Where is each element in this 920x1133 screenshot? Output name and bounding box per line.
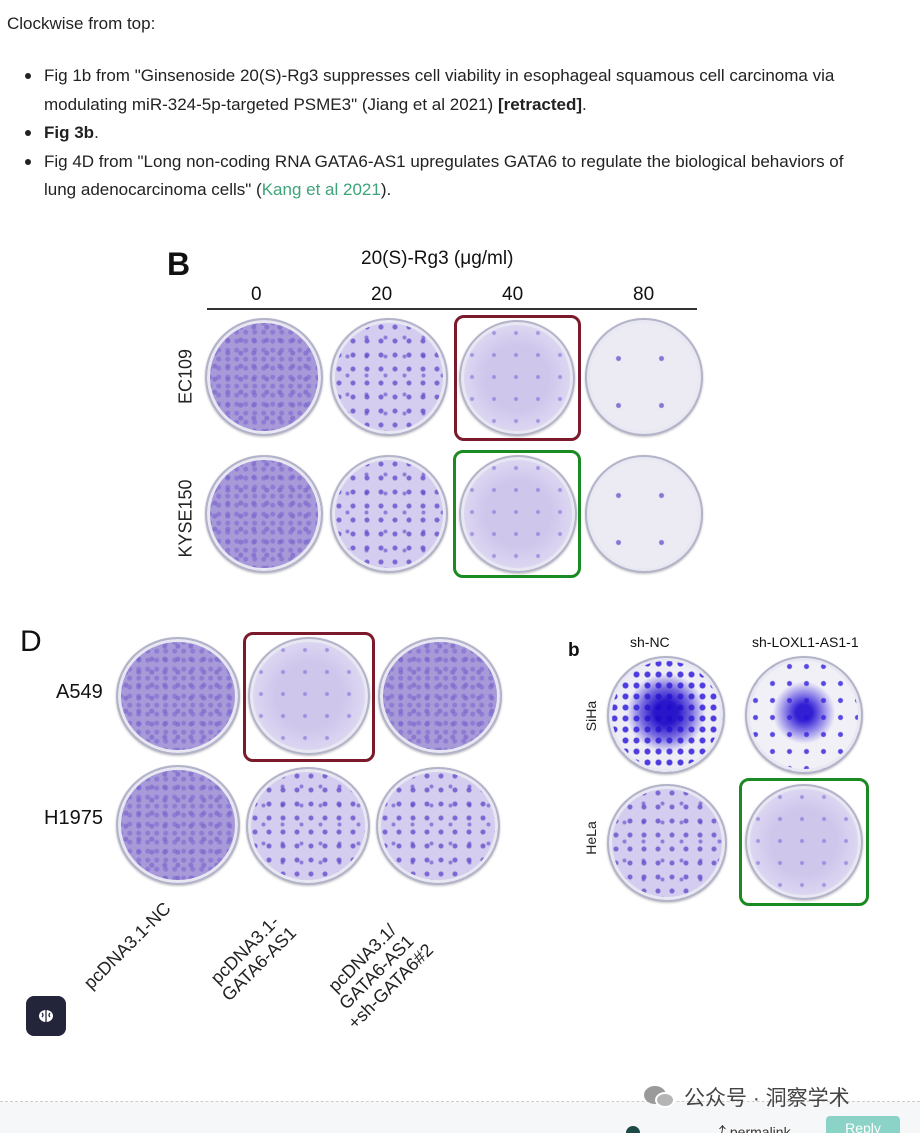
culture-plate bbox=[205, 455, 323, 573]
watermark: 公众号 · 洞察学术 bbox=[644, 1082, 850, 1112]
dose-label: 80 bbox=[633, 284, 655, 305]
culture-plate bbox=[246, 767, 370, 885]
culture-plate bbox=[607, 656, 725, 774]
culture-plate bbox=[116, 637, 240, 755]
row-label: EC109 bbox=[175, 348, 196, 405]
reply-button[interactable]: Reply bbox=[826, 1116, 900, 1133]
culture-plate bbox=[376, 767, 500, 885]
assistant-button[interactable] bbox=[26, 996, 66, 1036]
panel-letter-d: D bbox=[20, 625, 42, 658]
duplicate-highlight-red bbox=[454, 315, 581, 441]
list-item: Fig 3b. bbox=[25, 119, 874, 148]
culture-plate bbox=[116, 765, 240, 885]
column-label: pcDNA3.1/GATA6-AS1+sh-GATA6#2 bbox=[324, 920, 438, 1033]
row-label: KYSE150 bbox=[175, 479, 196, 558]
bullet-list: Fig 1b from "Ginsenoside 20(S)-Rg3 suppr… bbox=[25, 62, 874, 205]
culture-plate bbox=[205, 318, 323, 436]
row-label: A549 bbox=[56, 681, 103, 703]
culture-plate bbox=[585, 318, 703, 436]
duplicate-highlight-red bbox=[243, 632, 375, 762]
culture-plate bbox=[607, 784, 727, 902]
row-label: SiHa bbox=[583, 700, 599, 732]
list-item: Fig 4D from "Long non-coding RNA GATA6-A… bbox=[25, 148, 874, 205]
culture-plate bbox=[745, 784, 863, 900]
permalink-link[interactable]: ⤴ permalink bbox=[712, 1122, 791, 1133]
panel-letter-b-small: b bbox=[568, 640, 580, 661]
dose-label: 40 bbox=[502, 284, 524, 305]
header-rule bbox=[207, 308, 697, 310]
dose-label: 20 bbox=[371, 284, 393, 305]
duplicate-highlight-green bbox=[453, 450, 581, 578]
dose-label: 0 bbox=[251, 284, 262, 305]
figure-b: B 20(S)-Rg3 (μg/ml) 0 20 40 80 EC109 KYS… bbox=[165, 240, 710, 580]
link-icon: ⤴ bbox=[712, 1124, 730, 1133]
duplicate-highlight-green bbox=[739, 778, 869, 906]
column-label: pcDNA3.1-GATA6-AS1 bbox=[206, 911, 301, 1005]
figure-d: D A549 H1975 pcDNA3.1-NC pcDNA3.1-GATA6-… bbox=[18, 615, 528, 1040]
dose-axis-title: 20(S)-Rg3 (μg/ml) bbox=[361, 248, 514, 269]
panel-letter-b: B bbox=[167, 246, 191, 282]
culture-plate bbox=[330, 455, 448, 573]
culture-plate bbox=[745, 656, 863, 774]
culture-plate bbox=[459, 320, 575, 436]
intro-text: Clockwise from top: bbox=[7, 14, 156, 33]
culture-plate bbox=[330, 318, 448, 436]
culture-plate bbox=[585, 455, 703, 573]
column-label: sh-NC bbox=[630, 634, 670, 650]
footer-bar bbox=[0, 1102, 920, 1133]
column-label: pcDNA3.1-NC bbox=[79, 898, 175, 993]
list-item: Fig 1b from "Ginsenoside 20(S)-Rg3 suppr… bbox=[25, 62, 874, 119]
wechat-icon bbox=[644, 1084, 676, 1110]
footer-divider bbox=[0, 1101, 920, 1102]
row-label: HeLa bbox=[583, 821, 599, 855]
culture-plate bbox=[459, 455, 577, 573]
citation-link[interactable]: Kang et al 2021 bbox=[261, 180, 381, 199]
status-dot-icon bbox=[626, 1126, 640, 1133]
brain-icon bbox=[39, 1010, 53, 1022]
row-label: H1975 bbox=[44, 807, 103, 829]
column-label: sh-LOXL1-AS1-1 bbox=[752, 634, 859, 650]
figure-b-small: b sh-NC sh-LOXL1-AS1-1 SiHa HeLa bbox=[560, 628, 878, 913]
culture-plate bbox=[378, 637, 502, 755]
culture-plate bbox=[248, 637, 370, 755]
